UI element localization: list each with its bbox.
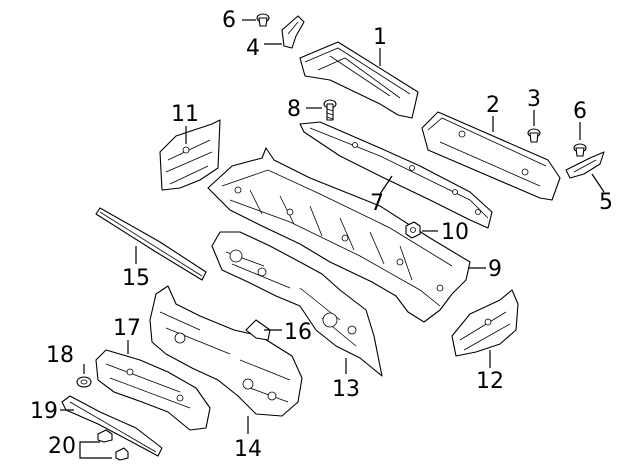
- part-3-clip: [527, 128, 541, 143]
- callout-13: 13: [332, 377, 360, 402]
- part-4-bracket: [281, 15, 305, 49]
- callout-7: 7: [370, 191, 384, 216]
- part-18-grommet: [76, 376, 92, 388]
- callout-6-right: 6: [573, 99, 587, 124]
- callout-3: 3: [527, 87, 541, 112]
- part-10-nut: [405, 221, 421, 239]
- part-6-bolt-right: [573, 143, 587, 157]
- callout-17: 17: [113, 316, 141, 341]
- part-9-crossmember: [207, 147, 471, 323]
- callout-14: 14: [234, 437, 262, 462]
- part-20-clips: [97, 429, 129, 461]
- callout-12: 12: [476, 369, 504, 394]
- part-8-bolt: [323, 99, 337, 121]
- callout-15: 15: [122, 266, 150, 291]
- part-19-bracket-strip: [61, 395, 163, 457]
- callout-2: 2: [486, 93, 500, 118]
- part-5-bracket: [565, 151, 605, 179]
- callout-10: 10: [441, 220, 469, 245]
- callout-8: 8: [287, 97, 301, 122]
- leader-lines: [60, 19, 605, 459]
- part-2-cowl-panel-right: [421, 111, 561, 201]
- callout-11: 11: [171, 102, 199, 127]
- callout-4: 4: [246, 36, 260, 61]
- part-1-cowl-panel: [299, 41, 419, 119]
- callout-18: 18: [46, 343, 74, 368]
- part-7-reinforcement: [299, 121, 493, 229]
- part-15-seal-strip: [95, 207, 207, 281]
- callout-9: 9: [488, 257, 502, 282]
- callout-20: 20: [48, 434, 76, 459]
- part-11-side-insulator: [159, 119, 221, 191]
- callout-16: 16: [284, 320, 312, 345]
- part-6-bolt-top: [256, 13, 270, 27]
- part-16-pad: [245, 319, 271, 341]
- callout-6-top: 6: [222, 8, 236, 33]
- callout-1: 1: [373, 25, 387, 50]
- callout-19: 19: [30, 399, 58, 424]
- part-17-lower-panel: [95, 349, 211, 431]
- part-14-dash-insulator-lower: [149, 285, 303, 417]
- part-13-dash-insulator: [211, 231, 383, 377]
- callout-5: 5: [599, 190, 613, 215]
- part-12-side-insulator: [451, 289, 519, 357]
